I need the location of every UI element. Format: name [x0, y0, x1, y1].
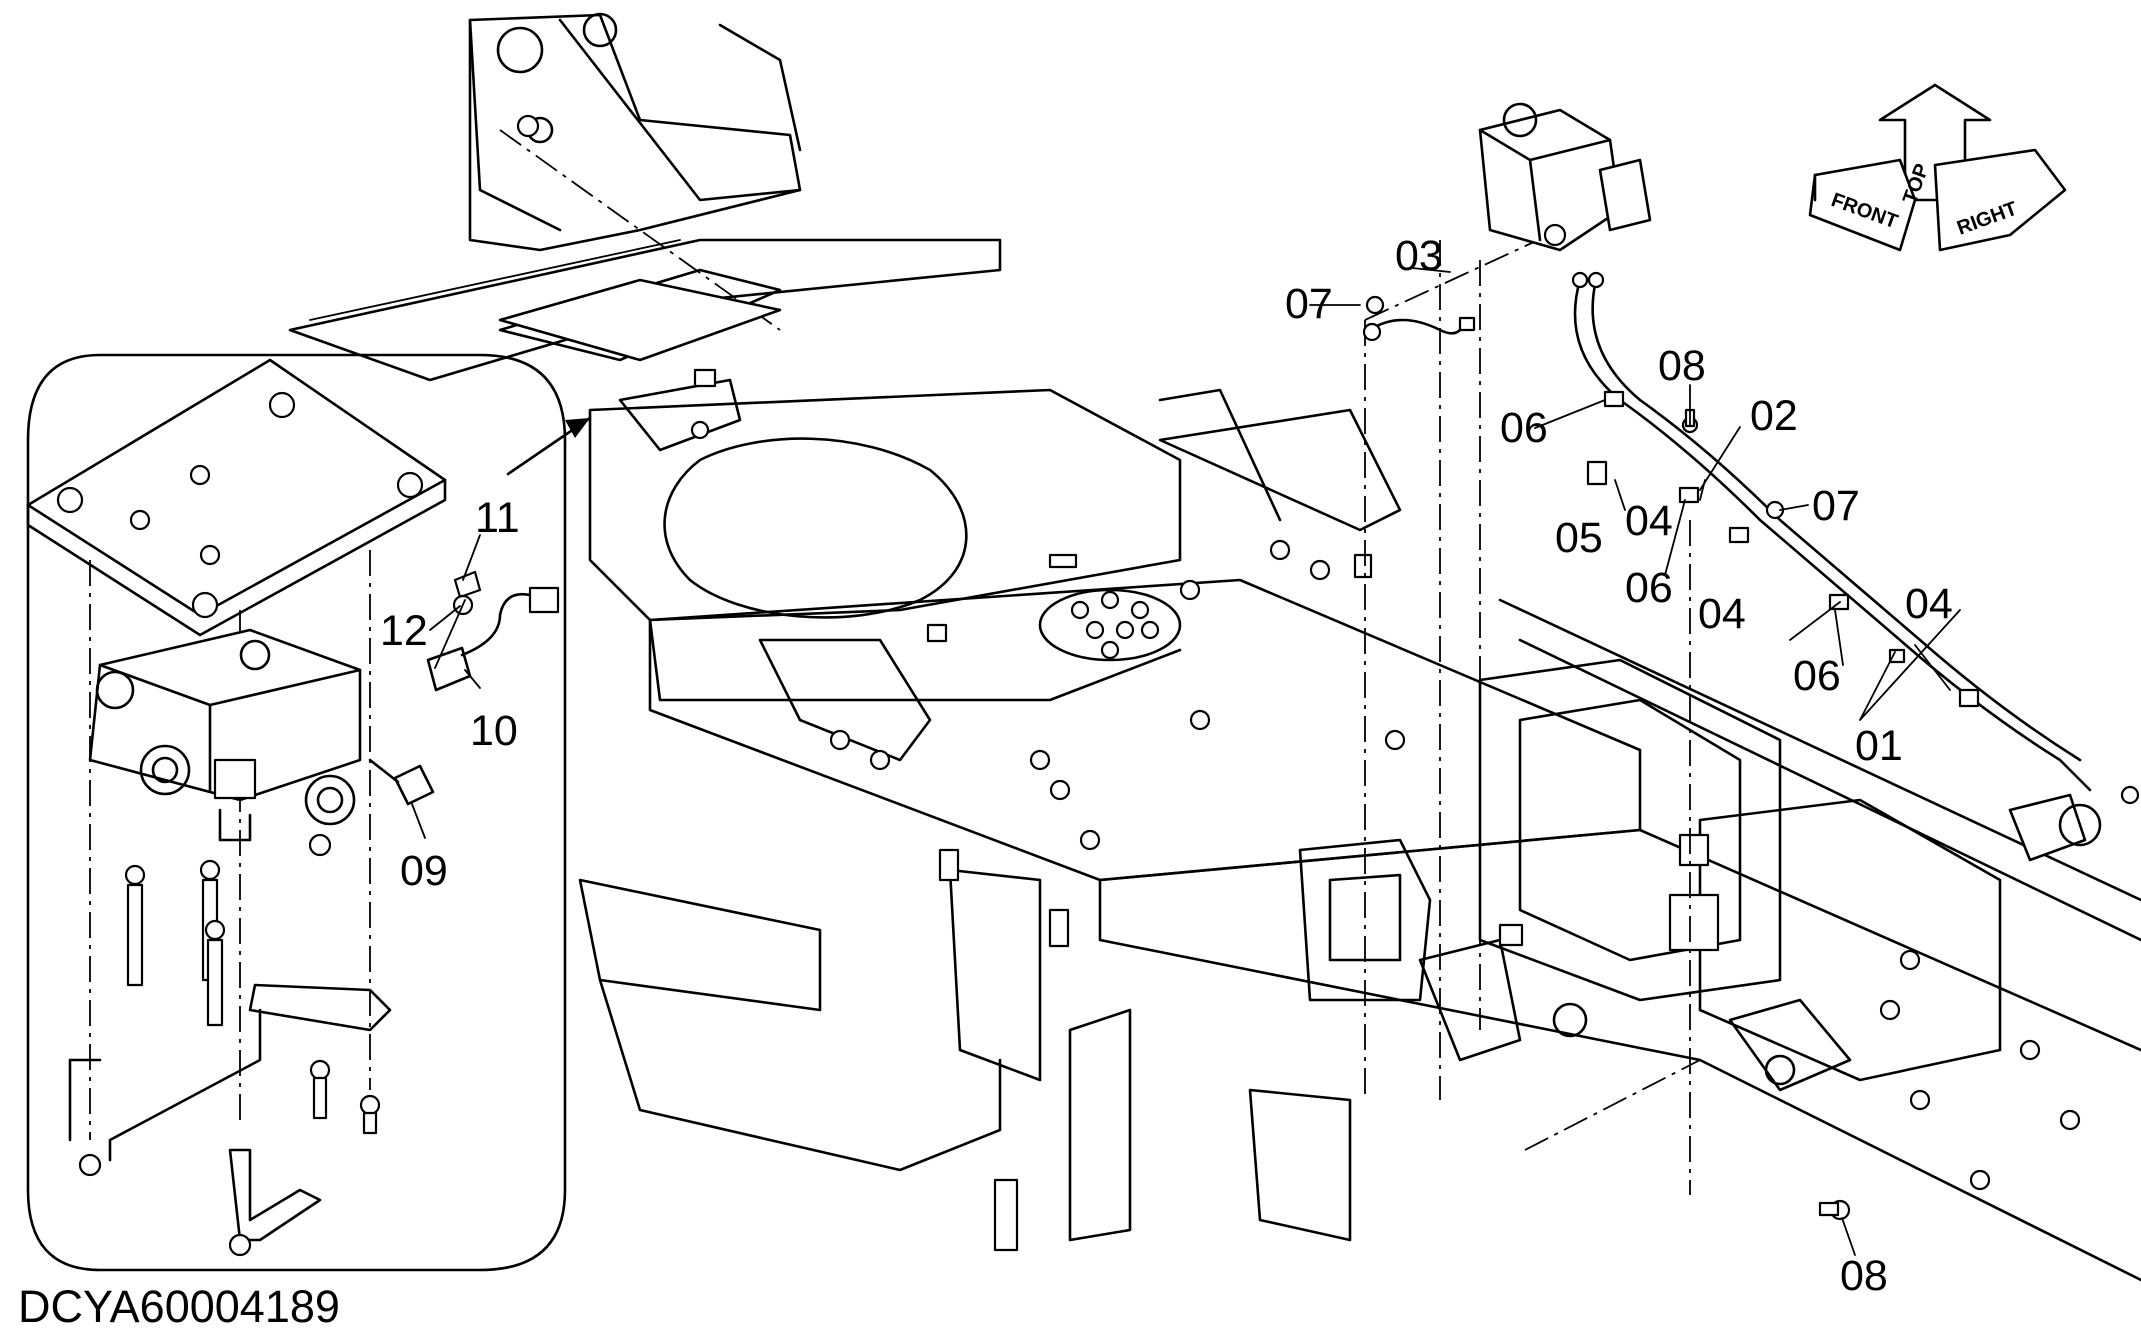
- callout-06-c: 06: [1793, 652, 1841, 700]
- callout-06-a: 06: [1500, 404, 1548, 452]
- callout-06-b: 06: [1625, 564, 1673, 612]
- callout-01: 01: [1855, 722, 1903, 770]
- detail-inset: [26, 353, 592, 1272]
- callout-11: 11: [475, 494, 520, 542]
- callout-07-b: 07: [1812, 482, 1860, 530]
- callout-labels: 01 02 03 04 04 04 05 06 06 06 07 07 08 0…: [380, 232, 1953, 1300]
- callout-04-a: 04: [1625, 497, 1673, 545]
- mounting-plate-in-frame: [498, 278, 782, 452]
- callout-03: 03: [1395, 232, 1443, 280]
- orientation-arrow-icon: TOP FRONT RIGHT: [1808, 83, 2067, 252]
- callout-12: 12: [380, 607, 428, 655]
- callout-05: 05: [1555, 514, 1603, 562]
- callout-07-a: 07: [1285, 280, 1333, 328]
- callout-leaders: [411, 267, 1961, 1256]
- callout-04-c: 04: [1905, 580, 1953, 628]
- callout-02: 02: [1750, 392, 1798, 440]
- callout-08-b: 08: [1840, 1252, 1888, 1300]
- center-lines: [89, 129, 1701, 1195]
- drawing-code: DCYA60004189: [18, 1281, 340, 1332]
- callout-09: 09: [400, 847, 448, 895]
- callout-04-b: 04: [1698, 590, 1746, 638]
- callout-10: 10: [470, 707, 518, 755]
- upper-frame: [288, 12, 2141, 1282]
- callout-08-a: 08: [1658, 342, 1706, 390]
- battery-disconnect-harness: [1362, 102, 2140, 1221]
